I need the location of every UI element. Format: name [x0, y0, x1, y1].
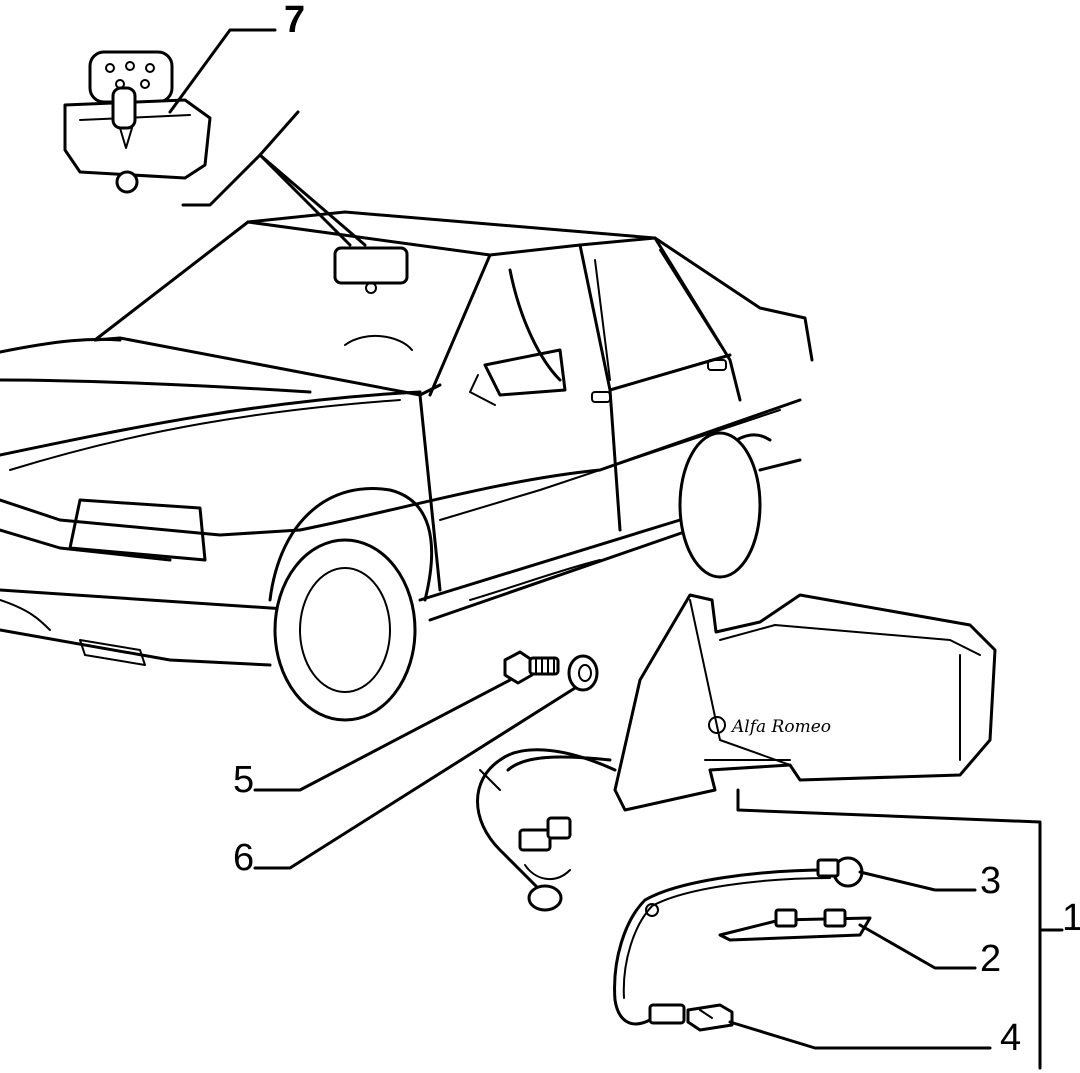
mirror-mounting-plate — [718, 908, 872, 942]
bolt — [503, 650, 560, 685]
clip — [686, 1003, 734, 1032]
door-mirror-assembly: Alfa Romeo — [476, 593, 997, 912]
callout-3: 3 — [980, 860, 1001, 902]
callout-7: 7 — [284, 0, 305, 41]
leader-line-7 — [168, 28, 277, 114]
bracket-line-1 — [736, 788, 1042, 1070]
callout-1: 1 — [1062, 897, 1080, 939]
callout-4: 4 — [1000, 1017, 1021, 1059]
heating-cable — [613, 856, 864, 1026]
leader-line-3 — [858, 870, 977, 892]
mirror-badge: Alfa Romeo — [730, 717, 831, 737]
leader-line-4 — [728, 1020, 992, 1050]
washer — [567, 654, 599, 692]
leader-line-7-pointer-a — [258, 153, 352, 247]
leader-line-7-pointer-b — [258, 153, 367, 247]
car-illustration — [0, 210, 814, 722]
callout-6: 6 — [233, 837, 254, 879]
leader-line-2 — [858, 923, 977, 970]
leader-line-6 — [253, 686, 577, 870]
callout-2: 2 — [980, 938, 1001, 980]
leader-line-7-lower — [181, 110, 300, 207]
interior-rear-view-mirror — [63, 50, 212, 194]
callout-5: 5 — [233, 759, 254, 801]
leader-line-5 — [253, 678, 512, 792]
